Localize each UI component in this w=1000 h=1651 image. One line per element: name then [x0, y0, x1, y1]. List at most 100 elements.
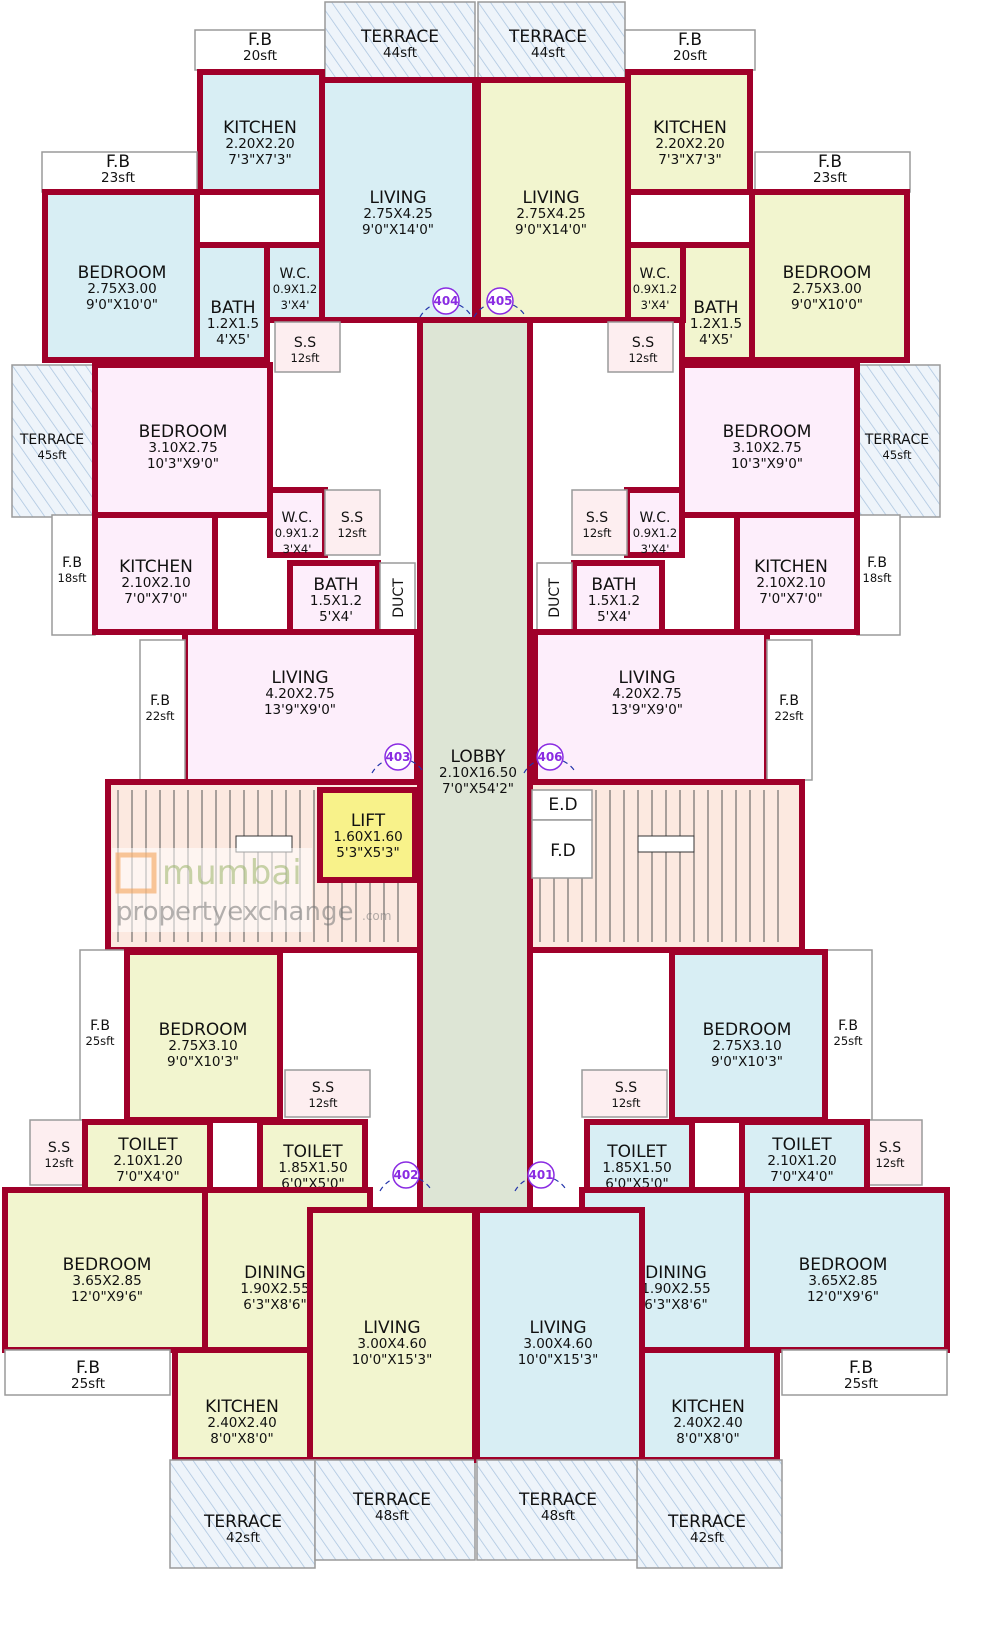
room-dimension: 1.85X1.50 — [602, 1160, 671, 1176]
door-403[interactable]: 403 — [371, 743, 425, 774]
room-label: W.C. — [640, 266, 671, 282]
room-dimension: 10'0"X15'3" — [518, 1352, 599, 1368]
room-area — [42, 189, 200, 363]
room-dimension: 7'0"X7'0" — [759, 591, 822, 607]
room-label: DINING — [244, 1263, 306, 1283]
flat-number-badge — [536, 743, 564, 771]
room-dimension: 1.2X1.5 — [207, 316, 259, 332]
room-dimension: 48sft — [541, 1508, 575, 1524]
room-label: KITCHEN — [205, 1397, 279, 1417]
room-area — [267, 487, 328, 558]
room-dimension: 8'0"X8'0" — [676, 1431, 739, 1447]
room-dimension: 7'0"X54'2" — [442, 781, 514, 797]
room-label: TOILET — [771, 1135, 832, 1155]
room-dimension: 6'3"X8'6" — [644, 1297, 707, 1313]
rooms-layer: F.B20sftTERRACE44sftTERRACE44sftF.B20sft… — [2, 1, 950, 1569]
door-406[interactable]: 406 — [523, 743, 577, 774]
room-label: F.B — [779, 693, 799, 709]
room-area — [754, 151, 911, 193]
watermark-suffix: .com — [362, 909, 391, 923]
room-area — [317, 787, 418, 883]
room-label: BEDROOM — [78, 263, 167, 283]
room-wc406: W.C.0.9X1.23'X4' — [624, 487, 685, 558]
room-dimension: 12sft — [309, 1096, 338, 1110]
room-dimension: 2.75X4.25 — [516, 206, 585, 222]
door-401[interactable]: 401 — [514, 1161, 568, 1192]
flat-number-badge — [392, 1161, 420, 1189]
room-duct406: DUCT — [536, 562, 573, 634]
room-dimension: 42sft — [226, 1530, 260, 1546]
room-label: KITCHEN — [653, 118, 727, 138]
room-area — [314, 1459, 476, 1561]
room-area — [474, 1207, 645, 1463]
door-404[interactable]: 404 — [419, 287, 473, 318]
room-label: F.B — [76, 1358, 100, 1378]
room-area — [584, 1119, 695, 1198]
room-dimension: 3.10X2.75 — [148, 440, 217, 456]
room-area — [607, 321, 674, 373]
room-label: TERRACE — [667, 1512, 746, 1532]
room-dimension: 10'3"X9'0" — [147, 456, 219, 472]
room-dimension: 7'3"X7'3" — [228, 152, 291, 168]
room-label: BEDROOM — [799, 1255, 888, 1275]
room-dimension: 12sft — [338, 526, 367, 540]
door-402[interactable]: 402 — [379, 1161, 433, 1192]
room-area — [625, 69, 753, 195]
room-dimension: 9'0"X14'0" — [515, 222, 587, 238]
room-label: F.B — [106, 152, 130, 172]
door-405[interactable]: 405 — [473, 287, 527, 318]
room-dimension: 2.75X3.10 — [712, 1038, 781, 1054]
room-label: BEDROOM — [783, 263, 872, 283]
room-dimension: 9'0"X10'0" — [791, 297, 863, 313]
room-area — [856, 364, 941, 518]
room-dimension: 3'X4' — [641, 298, 670, 312]
room-dimension: 25sft — [844, 1376, 878, 1392]
room-dimension: 3.00X4.60 — [523, 1336, 592, 1352]
room-area — [417, 317, 533, 1213]
room-label: KITCHEN — [671, 1397, 745, 1417]
room-dimension: 1.90X2.55 — [240, 1281, 309, 1297]
room-dimension: 2.10X1.20 — [113, 1153, 182, 1169]
room-dimension: 22sft — [146, 709, 175, 723]
room-dimension: 12sft — [45, 1156, 74, 1170]
room-area — [739, 1119, 870, 1193]
room-label: TERRACE — [360, 27, 439, 47]
room-label: LIVING — [369, 188, 426, 208]
room-dimension: 2.20X2.20 — [655, 136, 724, 152]
room-dimension: 3'X4' — [283, 542, 312, 556]
room-area — [319, 77, 478, 323]
room-dimension: 7'0"X4'0" — [770, 1169, 833, 1185]
room-dimension: 8'0"X8'0" — [210, 1431, 273, 1447]
room-dimension: 18sft — [58, 571, 87, 585]
room-label: LOBBY — [450, 747, 506, 767]
room-area — [197, 69, 325, 195]
room-area — [79, 949, 126, 1121]
room-area — [92, 362, 273, 518]
room-label: BEDROOM — [159, 1020, 248, 1040]
room-area — [257, 1119, 368, 1198]
watermark: mumbai propertyexchange .com — [112, 848, 391, 932]
room-label: LIVING — [363, 1318, 420, 1338]
room-dimension: 23sft — [101, 170, 135, 186]
room-dimension: 0.9X1.2 — [633, 282, 677, 296]
stair-landing — [637, 835, 695, 853]
